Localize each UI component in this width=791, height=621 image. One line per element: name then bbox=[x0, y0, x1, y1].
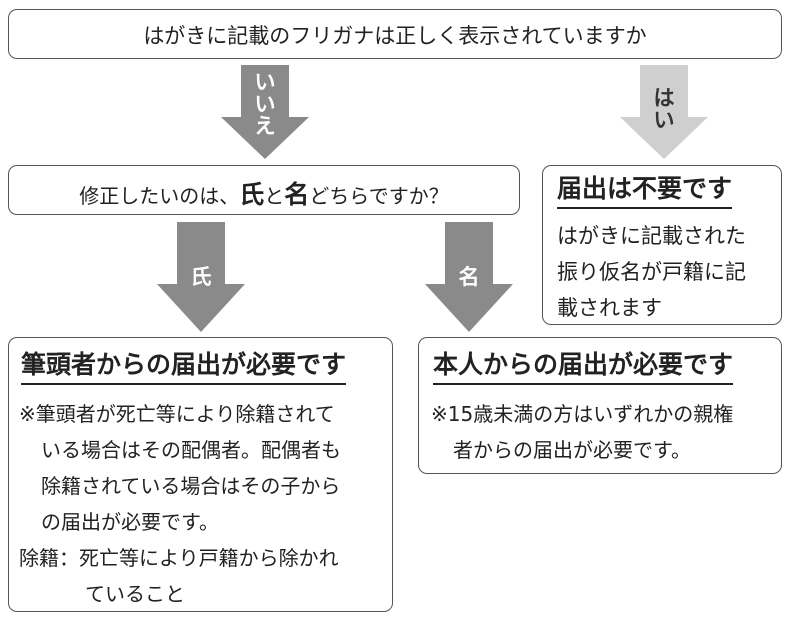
question-box-which-name: 修正したいのは、氏と名どちらですか？ bbox=[8, 165, 520, 215]
not-required-note: はがきに記載された 振り仮名が戸籍に記 載されます bbox=[557, 224, 746, 320]
arrow-given-name: 名 bbox=[425, 222, 513, 332]
head-of-household-note: ※筆頭者が死亡等により除籍されて いる場合はその配偶者。配偶者も 除籍されている… bbox=[19, 402, 341, 534]
arrow-given-name-shape bbox=[425, 222, 513, 332]
self-notification-note: ※15歳未満の方はいずれかの親権 者からの届出が必要です。 bbox=[431, 402, 734, 462]
removal-definition-line-1: 死亡等により戸籍から除かれ bbox=[79, 546, 339, 570]
arrow-yes-shape bbox=[620, 65, 708, 159]
head-of-household-box: 筆頭者からの届出が必要です ※筆頭者が死亡等により除籍されて いる場合はその配偶… bbox=[8, 337, 393, 612]
arrow-no-label: い い え bbox=[254, 70, 276, 139]
arrow-surname: 氏 bbox=[157, 222, 245, 332]
arrow-surname-shape bbox=[157, 222, 245, 332]
arrow-surname-label: 氏 bbox=[190, 265, 212, 289]
arrow-yes: は い bbox=[620, 65, 708, 159]
self-notification-title: 本人からの届出が必要です bbox=[433, 350, 734, 385]
not-required-box: 届出は不要です はがきに記載された 振り仮名が戸籍に記 載されます bbox=[542, 165, 782, 325]
removal-definition-label: 除籍： bbox=[19, 546, 79, 570]
head-of-household-title: 筆頭者からの届出が必要です bbox=[21, 350, 347, 385]
not-required-title: 届出は不要です bbox=[557, 174, 733, 209]
removal-definition: 除籍：死亡等により戸籍から除かれ ていること bbox=[19, 540, 339, 612]
self-notification-box: 本人からの届出が必要です ※15歳未満の方はいずれかの親権 者からの届出が必要で… bbox=[418, 337, 782, 474]
question-which-name-text: 修正したいのは、氏と名どちらですか？ bbox=[79, 180, 449, 209]
arrow-no-shape bbox=[221, 65, 309, 159]
arrow-yes-label: は い bbox=[653, 86, 675, 133]
arrow-given-name-label: 名 bbox=[458, 265, 480, 289]
removal-definition-line-2: ていること bbox=[85, 582, 185, 606]
arrow-no: い い え bbox=[221, 65, 309, 159]
question-furigana-text: はがきに記載のフリガナは正しく表示されていますか bbox=[143, 24, 647, 48]
question-box-furigana: はがきに記載のフリガナは正しく表示されていますか bbox=[8, 9, 782, 59]
